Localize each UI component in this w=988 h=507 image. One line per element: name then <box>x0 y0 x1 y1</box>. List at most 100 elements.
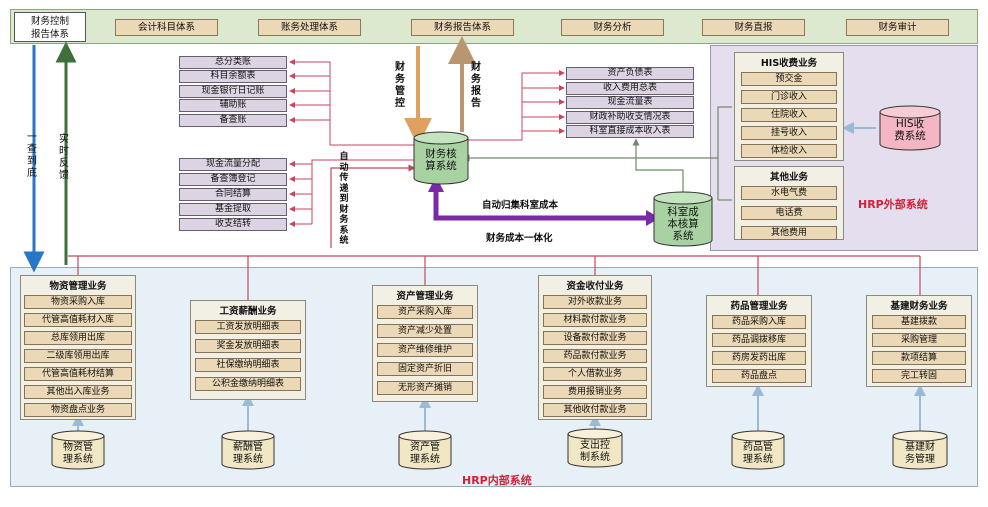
panel-item: 总库领用出库 <box>24 331 132 345</box>
report-item: 财政补助收支情况表 <box>566 111 694 124</box>
collect-cost-label: 自动归集科室成本 <box>482 200 559 211</box>
his-system-label: HIS收 费系统 <box>894 118 926 142</box>
panel-item: 其他收付款业务 <box>543 403 647 417</box>
top-item-accounts: 会计科目体系 <box>115 19 218 36</box>
top-item-audit: 财务审计 <box>846 19 949 36</box>
ledger-item: 总分类账 <box>179 56 287 69</box>
panel-item: 代管高值耗材结算 <box>24 367 132 381</box>
panel-item: 设备款付款业务 <box>543 331 647 345</box>
panel-title: 资产管理业务 <box>396 291 454 302</box>
panel-title: 基建财务业务 <box>890 301 948 312</box>
other-panel-title: 其他业务 <box>769 172 808 183</box>
panel-item: 药品款付款业务 <box>543 349 647 363</box>
cost-integration-label: 财务成本一体化 <box>486 233 553 244</box>
his-item: 挂号收入 <box>741 126 837 140</box>
cost-system-cylinder <box>653 191 713 247</box>
his-panel: HIS收费业务 预交金 门诊收入 住院收入 挂号收入 体检收入 <box>734 52 844 161</box>
panel-item: 款项结算 <box>872 351 966 365</box>
system-label: 支出控 制系统 <box>580 440 610 463</box>
panel-item: 药品盘点 <box>712 369 806 383</box>
his-item: 住院收入 <box>741 108 837 122</box>
panel-item: 二级库领用出库 <box>24 349 132 363</box>
external-caption: HRP外部系统 <box>858 198 928 211</box>
other-item: 其他费用 <box>741 226 837 240</box>
drill-down-label: 一 查 到 底 <box>27 132 37 179</box>
panel-item: 药房发药出库 <box>712 351 806 365</box>
ledger-item: 现金银行日记账 <box>179 85 287 98</box>
panel-item: 工资发放明细表 <box>195 320 301 334</box>
panel-item: 物资盘点业务 <box>24 403 132 417</box>
report-item: 现金流量表 <box>566 96 694 109</box>
ledger-item: 辅助账 <box>179 99 287 112</box>
internal-system-cylinders <box>51 428 948 470</box>
panel-item: 完工转固 <box>872 369 966 383</box>
panel-item: 物资采购入库 <box>24 295 132 309</box>
internal-band <box>10 267 978 487</box>
his-item: 门诊收入 <box>741 90 837 104</box>
panel-item: 其他出入库业务 <box>24 385 132 399</box>
top-item-direct: 财务直报 <box>702 19 805 36</box>
panel-title: 物资管理业务 <box>49 281 107 292</box>
panel-title: 药品管理业务 <box>730 301 788 312</box>
system-label: 资产管 理系统 <box>410 442 440 465</box>
ledger-item: 备查账 <box>179 114 287 127</box>
panel-item: 无形资产摊销 <box>377 381 473 395</box>
other-item: 电话费 <box>741 206 837 220</box>
report-item: 科室直接成本收入表 <box>566 125 694 138</box>
panel-item: 代管高值耗材入库 <box>24 313 132 327</box>
panel-item: 采购管理 <box>872 333 966 347</box>
payroll-panel: 工资薪酬业务 工资发放明细表 奖金发放明细表 社保缴纳明细表 公积金缴纳明细表 <box>190 300 306 400</box>
panel-item: 费用报销业务 <box>543 385 647 399</box>
funds-panel: 资金收付业务 对外收款业务 材料款付款业务 设备款付款业务 药品款付款业务 个人… <box>538 275 652 420</box>
panel-item: 药品调拨移库 <box>712 333 806 347</box>
panel-item: 固定资产折旧 <box>377 362 473 376</box>
panel-item: 药品采购入库 <box>712 315 806 329</box>
top-item-processing: 账务处理体系 <box>258 19 361 36</box>
construction-panel: 基建财务业务 基建拨款 采购管理 款项结算 完工转固 <box>866 295 972 387</box>
system-label: 薪酬管 理系统 <box>233 442 263 465</box>
panel-title: 资金收付业务 <box>566 281 624 292</box>
other-item: 水电气费 <box>741 186 837 200</box>
top-item-reporting: 财务报告体系 <box>411 19 514 36</box>
core-system-label: 财务核 算系统 <box>425 148 457 172</box>
ledger2-item: 现金流量分配 <box>179 158 287 171</box>
report-label: 财 务 报 告 <box>471 62 481 109</box>
ledger2-item: 备查簿登记 <box>179 173 287 186</box>
cost-system-label: 科室成 本核算 系统 <box>667 206 699 242</box>
system-label: 物资管 理系统 <box>63 442 93 465</box>
panel-item: 资产采购入库 <box>377 305 473 319</box>
top-item-analysis: 财务分析 <box>561 19 664 36</box>
panel-item: 对外收款业务 <box>543 295 647 309</box>
panel-item: 资产维修维护 <box>377 343 473 357</box>
panel-item: 材料款付款业务 <box>543 313 647 327</box>
system-label: 基建财 务管理 <box>905 442 935 465</box>
panel-item: 个人借款业务 <box>543 367 647 381</box>
top-title: 财务控制 报告体系 <box>14 12 86 42</box>
materials-panel: 物资管理业务 物资采购入库 代管高值耗材入库 总库领用出库 二级库领用出库 代管… <box>20 275 136 420</box>
ledger2-item: 基金提取 <box>179 203 287 216</box>
panel-item: 基建拨款 <box>872 315 966 329</box>
ledger2-item: 合同结算 <box>179 188 287 201</box>
his-panel-title: HIS收费业务 <box>760 58 818 69</box>
drugs-panel: 药品管理业务 药品采购入库 药品调拨移库 药房发药出库 药品盘点 <box>706 295 812 387</box>
his-item: 预交金 <box>741 72 837 86</box>
report-item: 资产负债表 <box>566 67 694 80</box>
assets-panel: 资产管理业务 资产采购入库 资产减少处置 资产维修维护 固定资产折旧 无形资产摊… <box>372 285 478 402</box>
panel-item: 资产减少处置 <box>377 324 473 338</box>
ledger2-item: 收支结转 <box>179 218 287 231</box>
his-system-cylinder <box>879 105 941 151</box>
panel-item: 奖金发放明细表 <box>195 339 301 353</box>
ledger-item: 科目余额表 <box>179 70 287 83</box>
internal-caption: HRP内部系统 <box>462 474 532 487</box>
panel-title: 工资薪酬业务 <box>219 306 277 317</box>
other-panel: 其他业务 水电气费 电话费 其他费用 <box>734 166 844 240</box>
report-item: 收入费用总表 <box>566 82 694 95</box>
panel-item: 公积金缴纳明细表 <box>195 377 301 391</box>
auto-transfer-label: 自 动 传 递 到 财 务 系 统 <box>339 152 349 246</box>
control-label: 财 务 管 控 <box>395 62 405 109</box>
his-item: 体检收入 <box>741 144 837 158</box>
core-system-cylinder <box>413 131 469 185</box>
feedback-label: 实 时 反 馈 <box>59 134 69 181</box>
panel-item: 社保缴纳明细表 <box>195 358 301 372</box>
